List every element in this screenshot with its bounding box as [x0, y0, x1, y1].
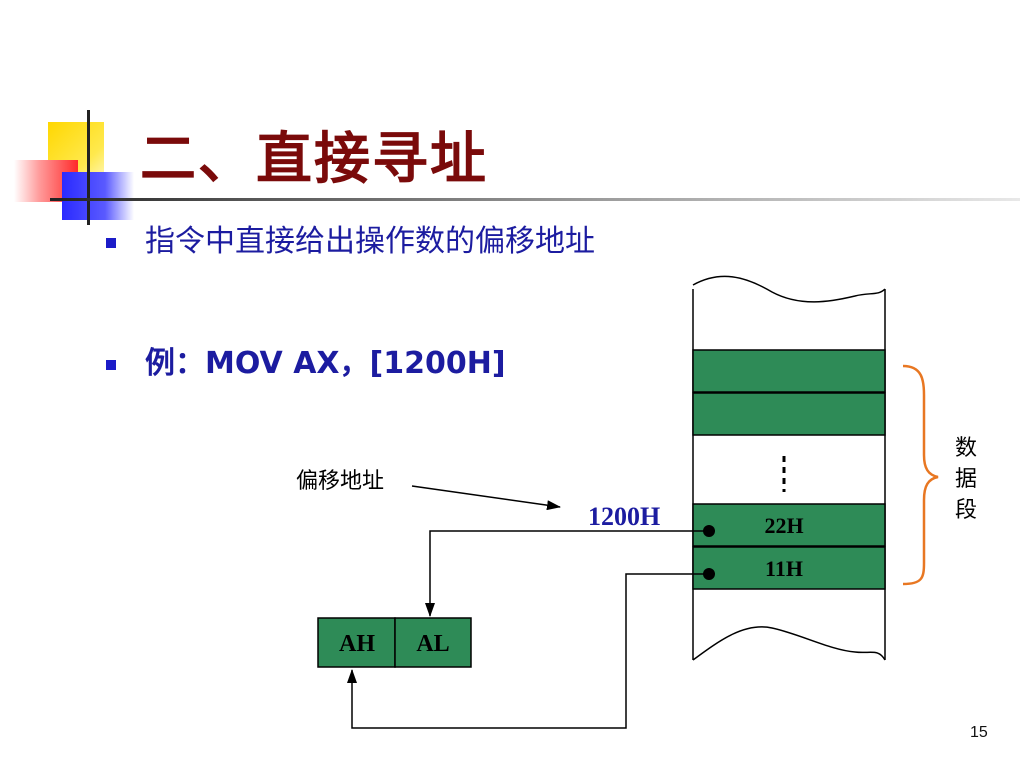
segment-label-char: 数: [955, 436, 977, 461]
offset-pointer-arrow: [411, 485, 561, 511]
memory-top-wave: [692, 275, 886, 303]
decor-blue-square: [62, 172, 134, 220]
data-segment-brace: [902, 364, 939, 586]
transfer-arrow-22h-to-al: [425, 530, 709, 617]
bullet-example: 例：MOV AX，[1200H]: [145, 346, 506, 381]
offset-address-label: 偏移地址: [296, 469, 384, 494]
segment-label-char: 据: [955, 467, 977, 492]
memory-row-data: [692, 349, 886, 393]
bullet-definition: 指令中直接给出操作数的偏移地址: [145, 224, 595, 259]
memory-cell-1201h: [692, 546, 886, 590]
segment-label-char: 段: [955, 498, 977, 523]
address-label-1200h: 1200H: [588, 502, 660, 531]
slide-title: 二、直接寻址: [140, 127, 488, 192]
register-al-label: AL: [416, 631, 449, 657]
memory-value-11h: 11H: [765, 556, 803, 581]
register-ah: [317, 617, 396, 668]
memory-row-data: [692, 392, 886, 436]
page-number: 15: [970, 724, 988, 741]
bullet-marker: [106, 238, 116, 248]
bullet-marker: [106, 360, 116, 370]
register-al: [394, 617, 472, 668]
memory-value-22h: 22H: [764, 513, 803, 538]
title-underline: [50, 198, 1020, 201]
memory-bottom-wave: [692, 626, 886, 661]
memory-cell-1200h: [692, 503, 886, 547]
transfer-arrow-11h-to-ah: [347, 573, 709, 729]
register-ah-label: AH: [339, 631, 375, 657]
memory-column: [692, 275, 886, 661]
decor-vertical-line: [87, 110, 90, 225]
